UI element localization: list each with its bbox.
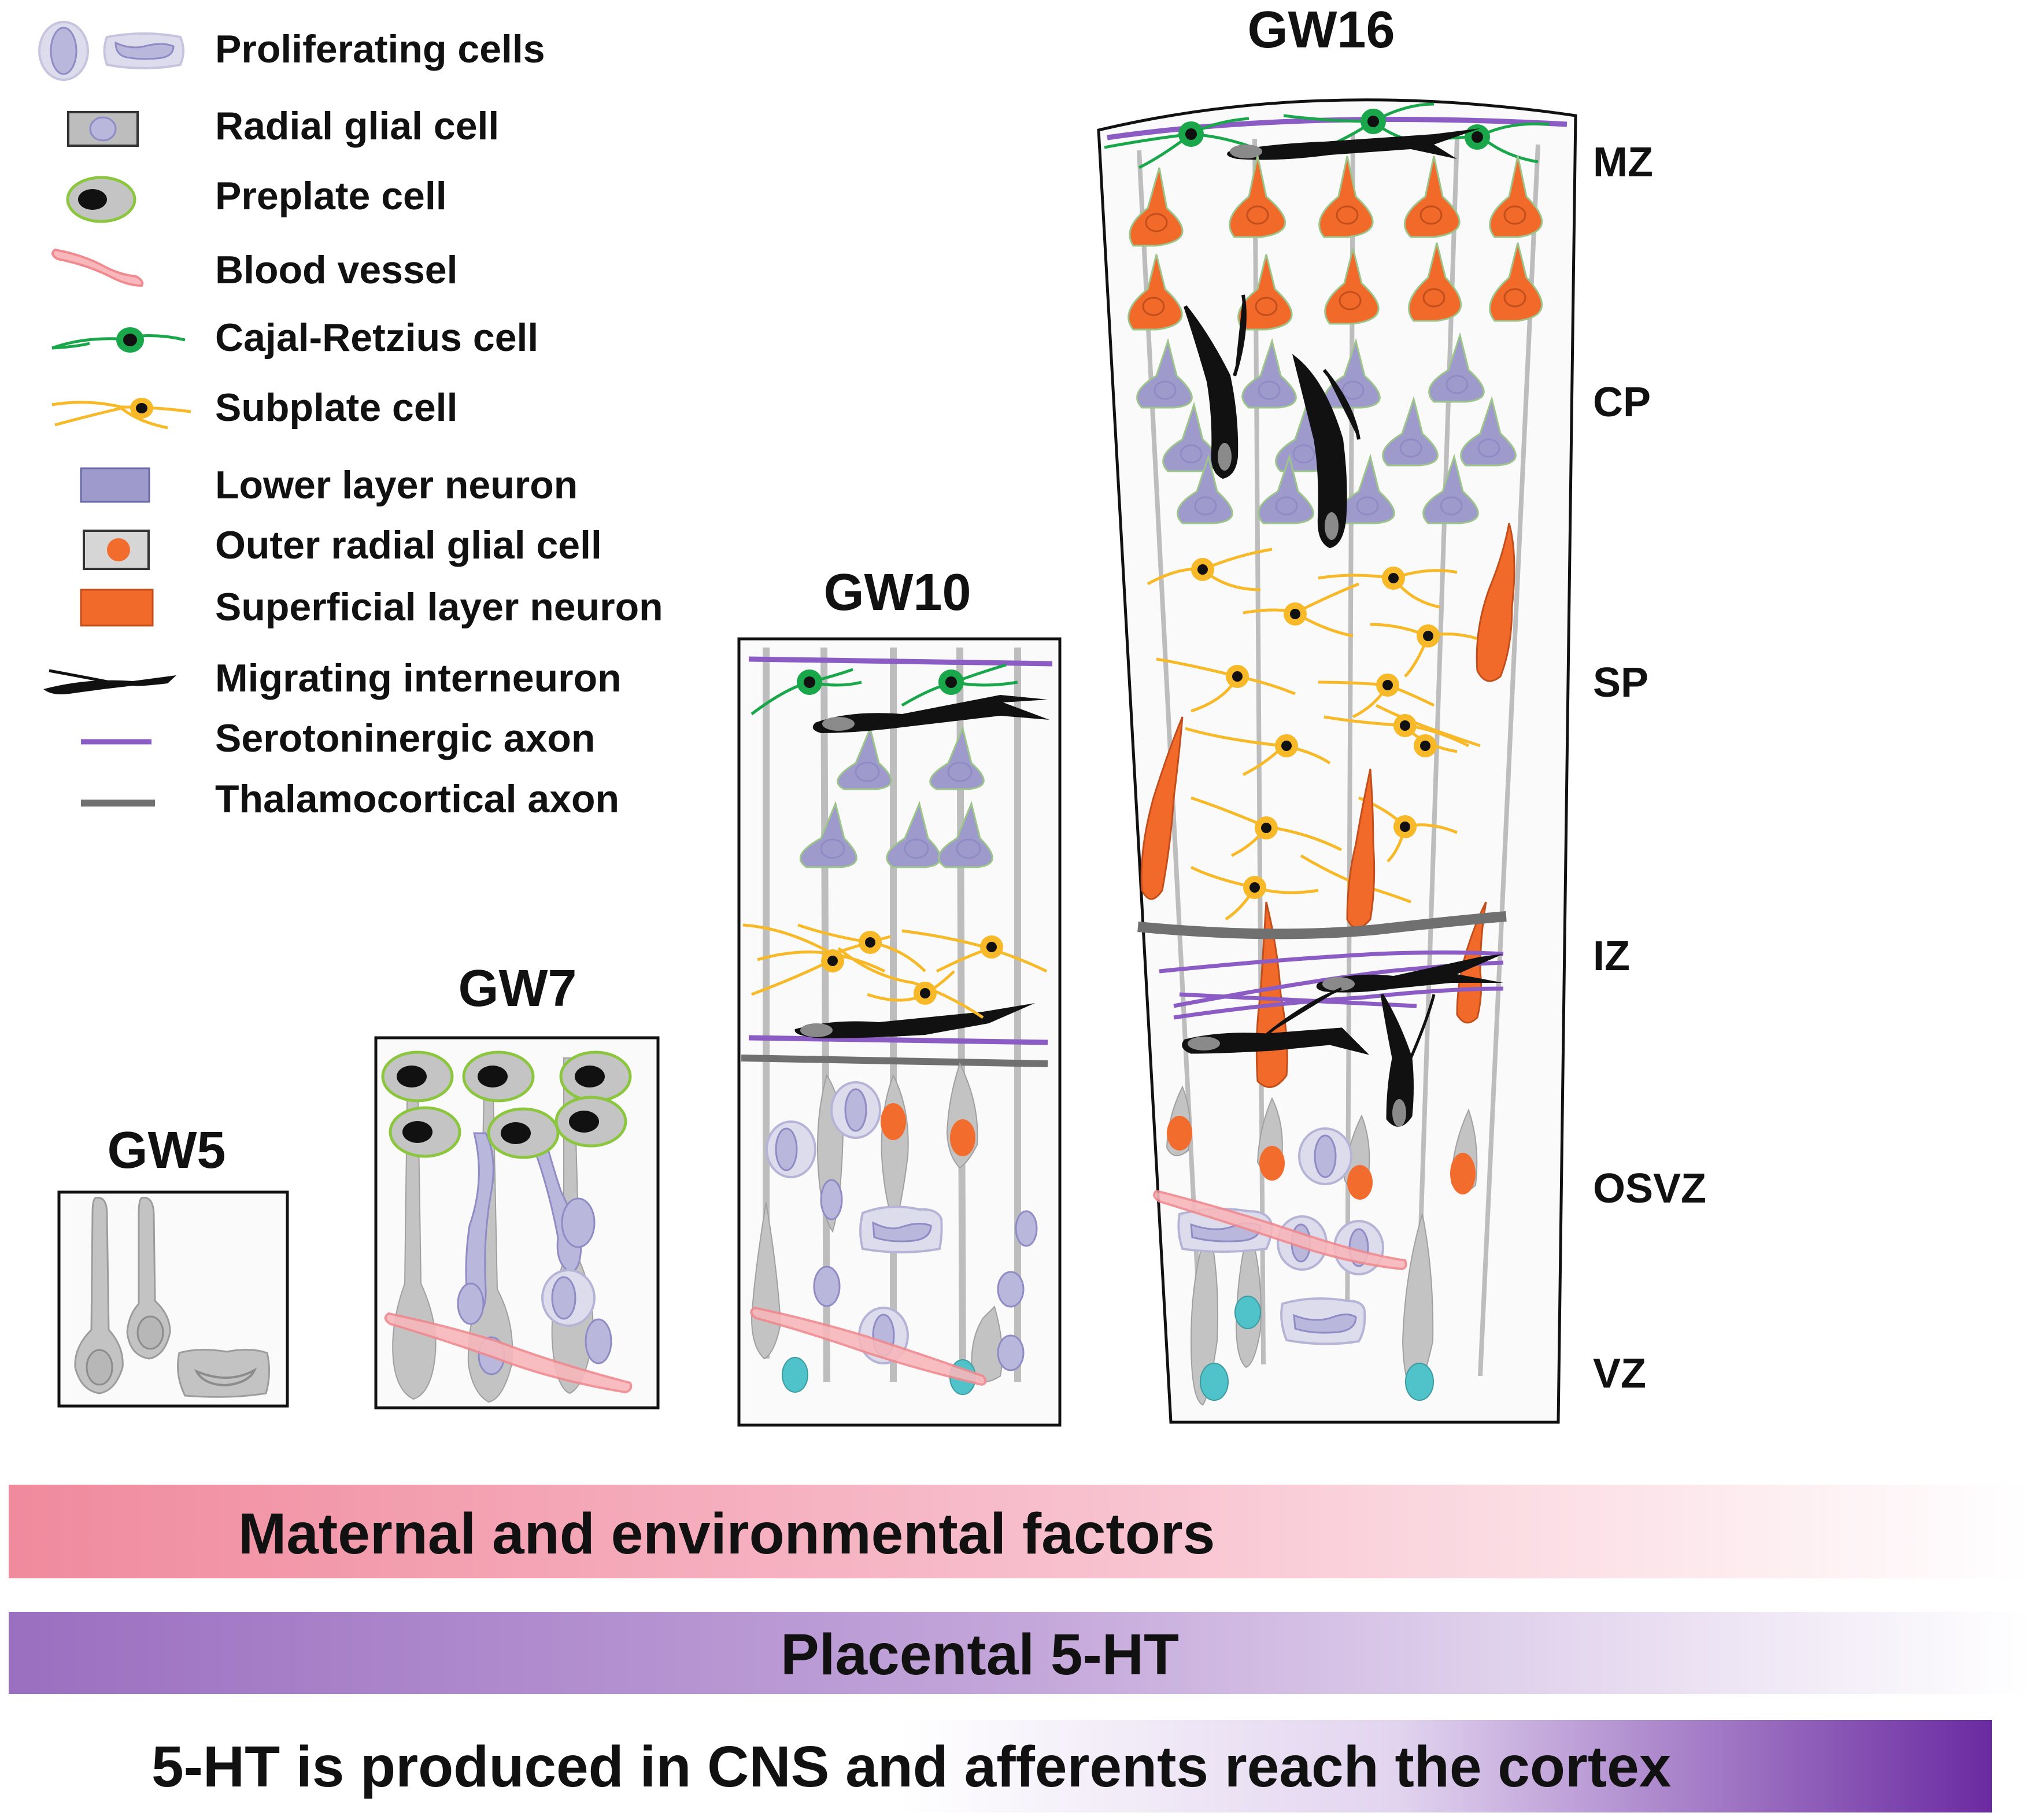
- legend-label-subplate: Subplate cell: [215, 386, 457, 430]
- legend-label-serotoninergic-axon: Serotoninergic axon: [215, 716, 595, 760]
- outer-radial-glial-cell-icon: [83, 530, 150, 570]
- radial-glial-cell-icon: [67, 111, 139, 147]
- stage-title-gw16: GW16: [1247, 1, 1395, 59]
- stage-titles: GW5 GW7 GW10 GW16: [107, 1, 1395, 1179]
- superficial-layer-neuron-icon: [80, 589, 154, 627]
- legend-label-superficial-layer: Superficial layer neuron: [215, 585, 663, 629]
- gw16-superficial-neurons: [1127, 156, 1543, 331]
- legend-label-thalamocortical-axon: Thalamocortical axon: [215, 777, 619, 821]
- zone-label-sp: SP: [1593, 660, 1648, 706]
- migrating-interneuron-icon: [43, 669, 176, 694]
- stage-title-gw7: GW7: [458, 960, 576, 1018]
- zone-labels: MZ CP SP IZ OSVZ VZ: [1593, 139, 1706, 1397]
- gw16-lower-layer-neurons: [1136, 332, 1517, 524]
- stage-title-gw10: GW10: [823, 564, 971, 622]
- zone-label-osvz: OSVZ: [1593, 1166, 1706, 1212]
- zone-label-vz: VZ: [1593, 1351, 1646, 1397]
- gw5-panel: [57, 1190, 289, 1408]
- zone-label-cp: CP: [1593, 379, 1651, 426]
- zone-label-iz: IZ: [1593, 933, 1630, 979]
- gw7-panel: [374, 1036, 660, 1410]
- legend-label-lower-layer: Lower layer neuron: [215, 463, 578, 507]
- banner-maternal-text: Maternal and environmental factors: [238, 1501, 1215, 1566]
- proliferating-cells-icon: [38, 21, 184, 81]
- legend-label-cajal-retzius: Cajal-Retzius cell: [215, 316, 538, 360]
- preplate-cell-icon: [66, 176, 136, 223]
- banner-cns-text: 5-HT is produced in CNS and afferents re…: [151, 1734, 1671, 1799]
- banner-placental: [9, 1612, 2029, 1694]
- legend-label-migrating-interneuron: Migrating interneuron: [215, 656, 622, 700]
- legend-label-outer-radial-glial: Outer radial glial cell: [215, 523, 602, 567]
- legend-label-radial-glial: Radial glial cell: [215, 104, 499, 148]
- banner-cns: [9, 1720, 1992, 1812]
- gw10-panel: [737, 637, 1062, 1427]
- banner-placental-text: Placental 5-HT: [781, 1622, 1179, 1687]
- banner-maternal: [9, 1485, 2029, 1578]
- stage-title-gw5: GW5: [107, 1122, 225, 1179]
- gw16-panel: [1097, 98, 1577, 1424]
- legend-label-preplate: Preplate cell: [215, 174, 447, 218]
- legend-label-blood-vessel: Blood vessel: [215, 248, 458, 292]
- banners: Maternal and environmental factors Place…: [9, 1485, 2029, 1812]
- subplate-cell-icon: [51, 398, 191, 430]
- cajal-retzius-cell-icon: [51, 327, 186, 353]
- zone-label-mz: MZ: [1593, 139, 1653, 186]
- legend-label-proliferating: Proliferating cells: [215, 27, 545, 71]
- blood-vessel-icon: [51, 248, 144, 287]
- lower-layer-neuron-icon: [80, 467, 150, 503]
